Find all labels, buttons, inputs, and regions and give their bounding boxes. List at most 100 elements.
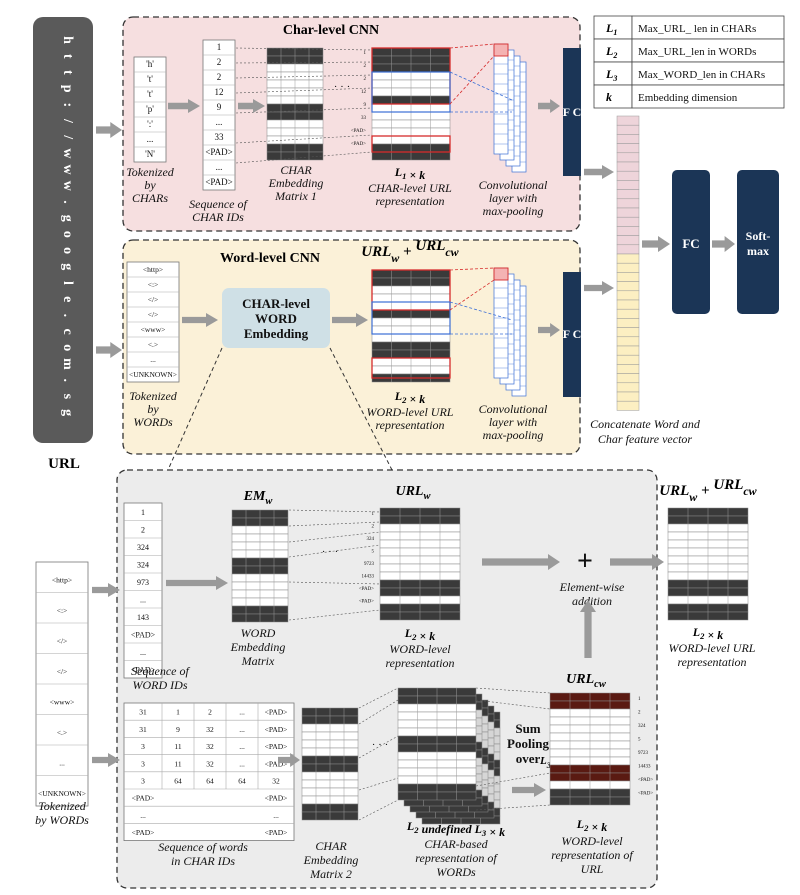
url-w-id: 324 (367, 537, 375, 542)
arrow-fc-to-concat (584, 281, 614, 295)
rep-id: 33 (361, 116, 367, 121)
concat-caption-line: Char feature vector (598, 432, 693, 446)
mapping-line (235, 61, 373, 64)
sum-pooling-line: Pooling (507, 736, 549, 751)
char-rep-dim: L1 × k (394, 165, 426, 182)
concat-cell (616, 244, 640, 255)
arrow-concat-to-fc (642, 236, 670, 252)
url-w-id: <PAD> (359, 600, 374, 605)
char-emb-caption: Embedding (268, 176, 324, 190)
mapping-line (358, 799, 399, 821)
mapping-line (288, 609, 381, 621)
url-cw-id: 1 (638, 697, 641, 702)
url-w-id: <PAD> (359, 587, 374, 592)
word-tokens-caption: by (147, 402, 159, 416)
url-cw-id: <PAD> (638, 792, 653, 797)
char-emb-2-caption: Matrix 2 (309, 867, 352, 881)
url-char: o (60, 344, 75, 351)
char-table-cell: 2 (208, 708, 212, 717)
legend-symbol: L3 (605, 67, 617, 83)
url-char: . (60, 378, 75, 382)
bottom-word-token-value: </> (57, 637, 68, 646)
url-cw-id: 5 (638, 738, 641, 743)
char-table-cell: 64 (238, 776, 246, 785)
char-id-value: 2 (217, 57, 222, 67)
char-id-value: <PAD> (205, 147, 232, 157)
bottom-word-id-value: 143 (137, 613, 149, 622)
url-char: o (60, 247, 75, 254)
add-caption: Element-wise (559, 580, 625, 594)
sum-pooling-line: over (516, 751, 541, 766)
url-w-label: URLw (395, 484, 431, 502)
bottom-word-token-value: <www> (50, 698, 75, 707)
word-token-value: <:> (148, 280, 159, 289)
concat-cell (616, 170, 640, 181)
arrow-embedding-to-rep (332, 313, 368, 327)
word-rep-dim: L2 × k (394, 389, 426, 406)
url-w-dim: L2 × k (404, 626, 436, 643)
char-conv-caption: layer with (489, 191, 537, 205)
word-tokens-caption: WORDs (133, 415, 173, 429)
char-table-cell: 31 (139, 708, 147, 717)
url-cw-id: 14433 (638, 765, 651, 770)
feature-map (493, 267, 509, 379)
result-header: URLw + URLcw (659, 477, 757, 504)
char-table-cell: <PAD> (132, 794, 155, 803)
word-conv-caption: layer with (489, 415, 537, 429)
char-conv-caption: Convolutional (479, 178, 548, 192)
mapping-line (358, 735, 399, 759)
word-tokens-caption: Tokenized (129, 389, 178, 403)
mapping-line (288, 581, 381, 585)
word-token-value: <www> (141, 325, 166, 334)
sum-pooling-line: Sum (515, 721, 540, 736)
char-emb-caption: Matrix 1 (274, 189, 317, 203)
bottom-word-token-value: <:> (57, 606, 68, 615)
concat-cell (616, 308, 640, 319)
embedding-box-line: CHAR-level (242, 296, 310, 311)
url-char: o (60, 231, 75, 238)
bottom-tokens-caption: by WORDs (35, 813, 89, 827)
char-table-cell: 64 (174, 776, 182, 785)
url-w-id: 9723 (364, 562, 375, 567)
bottom-word-id-value: <PAD> (131, 630, 156, 639)
conv-link (449, 301, 513, 321)
char-ids-caption: CHAR IDs (192, 210, 244, 224)
concat-cell (616, 354, 640, 365)
bottom-word-id-value: ... (140, 648, 146, 657)
legend-text: Embedding dimension (638, 92, 738, 104)
arrow-fc-to-softmax (712, 236, 735, 252)
legend-text: Max_URL_len in WORDs (638, 46, 756, 58)
legend-symbol-cell (593, 84, 633, 109)
url-cw-caption: WORD-level (561, 834, 623, 848)
cube-caption: WORDs (436, 865, 476, 879)
bottom-word-ids-caption: Sequence of (131, 664, 190, 678)
char-token-value: 'h' (146, 59, 154, 69)
word-fc-block (563, 272, 581, 397)
softmax-line: max (747, 244, 769, 258)
concat-cell (616, 299, 640, 310)
concatenated-feature-vector (616, 115, 640, 411)
legend-text-cell (631, 84, 785, 109)
arrow-url-to-word (96, 342, 122, 358)
arrow-tokens-to-embedding (182, 313, 218, 327)
conv-link (449, 71, 513, 101)
word-conv-caption: max-pooling (483, 428, 544, 442)
embedding-box-line: WORD (255, 311, 297, 326)
arrow-url-to-char (96, 122, 122, 138)
concat-cell (616, 180, 640, 190)
char-conv-caption: max-pooling (483, 204, 544, 218)
url-char: m (60, 358, 75, 370)
char-token-value: ':' (147, 119, 153, 129)
url-char: . (60, 200, 75, 204)
arrow-ids-to-word-emb (166, 576, 228, 590)
concat-cell (616, 391, 640, 402)
bottom-word-id-value: 1 (141, 508, 145, 517)
url-char: . (60, 314, 75, 318)
char-table-cell: 3 (141, 776, 145, 785)
cube-caption: representation of (415, 851, 498, 865)
concat-cell (616, 253, 640, 264)
concat-cell (616, 115, 640, 126)
